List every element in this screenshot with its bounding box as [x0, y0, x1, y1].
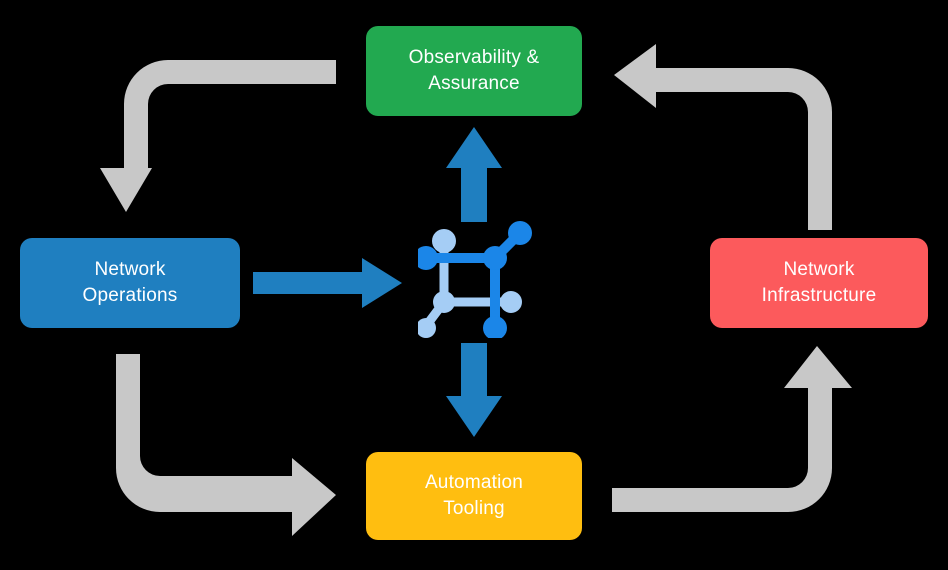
node-box-automation-tooling[interactable]: Automation Tooling: [366, 452, 582, 540]
node-label-network-infrastructure: Network Infrastructure: [761, 259, 877, 306]
node-box-observability[interactable]: Observability & Assurance: [366, 26, 582, 116]
center-arrow-right-from-network-operations: [253, 258, 402, 308]
cycle-arrow-observability-to-network-operations: [100, 60, 336, 212]
node-label-automation-tooling: Automation Tooling: [424, 472, 524, 519]
cycle-arrow-network-operations-to-automation-tooling: [116, 354, 336, 536]
node-label-network-operations: Network Operations: [82, 259, 178, 306]
center-arrow-up-to-observability: [446, 127, 502, 222]
cycle-arrow-automation-tooling-to-network-infrastructure: [612, 346, 852, 512]
cycle-arrow-network-infrastructure-to-observability: [614, 44, 832, 230]
node-label-observability: Observability & Assurance: [408, 47, 540, 94]
center-arrow-down-to-automation-tooling: [446, 343, 502, 437]
icon-bright-nodes: [418, 221, 532, 338]
icon-light-nodes: [418, 229, 522, 338]
node-box-network-operations[interactable]: Network Operations: [20, 238, 240, 328]
node-box-network-infrastructure[interactable]: Network Infrastructure: [710, 238, 928, 328]
network-topology-icon: [418, 221, 532, 338]
